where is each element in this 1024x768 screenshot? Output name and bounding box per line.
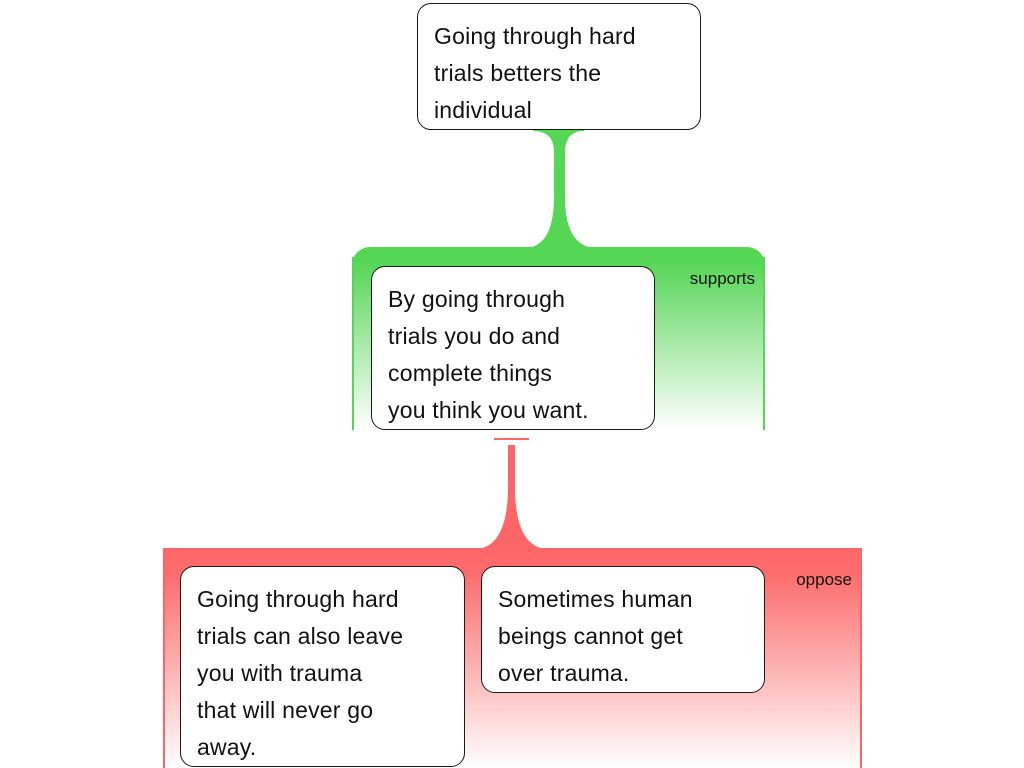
objection-node[interactable]: Sometimes human beings cannot get over t…	[481, 566, 765, 693]
oppose-connector	[478, 445, 545, 549]
supports-label: supports	[689, 269, 755, 288]
root-claim-node[interactable]: Going through hard trials betters the in…	[417, 3, 701, 130]
objection-text: Sometimes human beings cannot get over t…	[498, 586, 693, 686]
objection-node[interactable]: Going through hard trials can also leave…	[180, 566, 465, 767]
oppose-connector-cap	[494, 438, 529, 440]
oppose-label: oppose	[796, 570, 852, 589]
objection-text: Going through hard trials can also leave…	[197, 586, 404, 760]
supporting-reason-node[interactable]: By going through trials you do and compl…	[371, 266, 655, 430]
supporting-reason-text: By going through trials you do and compl…	[388, 286, 589, 423]
supports-connector	[527, 128, 594, 248]
root-claim-text: Going through hard trials betters the in…	[434, 23, 636, 123]
